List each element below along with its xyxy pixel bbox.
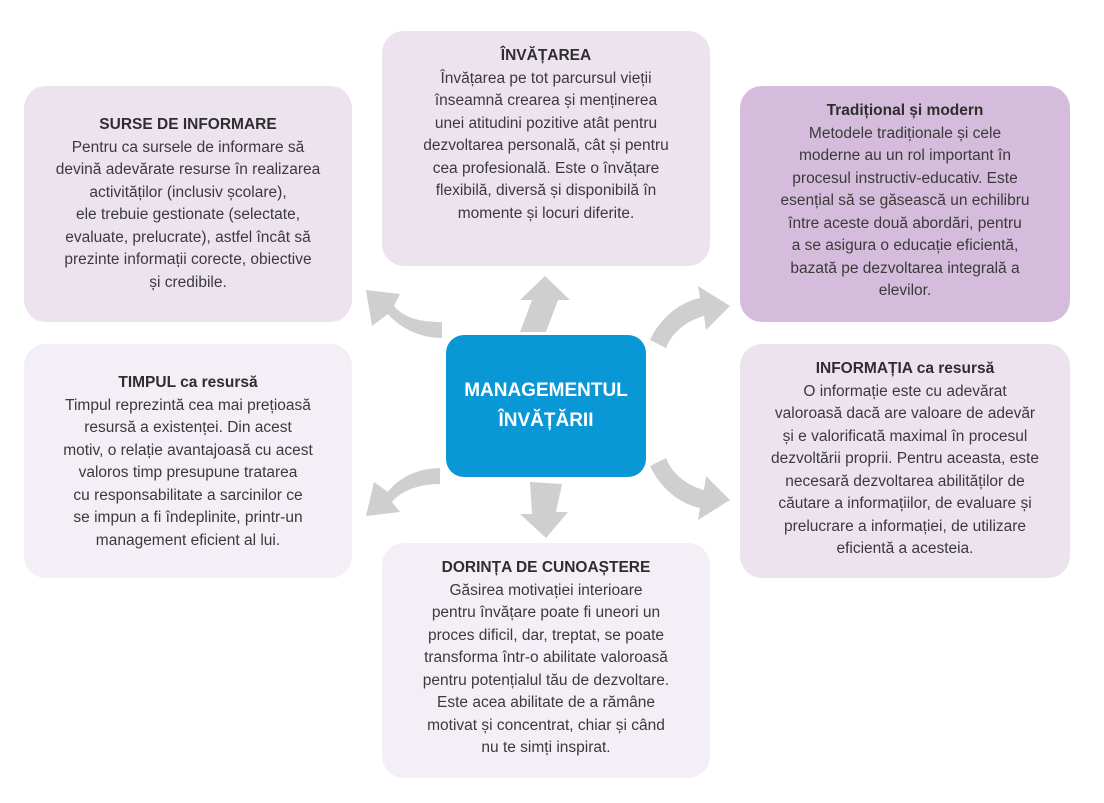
arrow-to-traditional bbox=[650, 286, 730, 348]
box-timpul-ca-resursa: TIMPUL ca resursă Timpul reprezintă cea … bbox=[24, 344, 352, 578]
box-invatarea: ÎNVĂȚAREA Învățarea pe tot parcursul vie… bbox=[382, 31, 710, 266]
arrow-to-surse bbox=[366, 290, 442, 338]
arrow-to-dorinta bbox=[520, 482, 568, 538]
box-body: Învățarea pe tot parcursul vieții înseam… bbox=[423, 69, 669, 222]
box-title: INFORMAȚIA ca resursă bbox=[815, 360, 995, 377]
box-traditional-si-modern: Tradițional și modern Metodele tradițion… bbox=[740, 86, 1070, 322]
box-surse-de-informare: SURSE DE INFORMARE Pentru ca sursele de … bbox=[24, 86, 352, 322]
box-title: SURSE DE INFORMARE bbox=[99, 116, 277, 133]
arrow-to-informatia bbox=[650, 458, 730, 520]
box-title: ÎNVĂȚAREA bbox=[500, 47, 592, 64]
box-dorinta-de-cunoastere: DORINȚA DE CUNOAȘTERE Găsirea motivației… bbox=[382, 543, 710, 778]
box-body: Metodele tradiționale și cele moderne au… bbox=[780, 124, 1030, 300]
box-title: Tradițional și modern bbox=[826, 102, 984, 119]
box-title: TIMPUL ca resursă bbox=[118, 374, 258, 391]
center-node-managementul-invatarii: MANAGEMENTUL ÎNVĂȚĂRII bbox=[446, 335, 646, 477]
box-body: Timpul reprezintă cea mai prețioasă resu… bbox=[63, 396, 313, 549]
box-body: Pentru ca sursele de informare să devină… bbox=[55, 138, 321, 291]
arrow-to-timpul bbox=[366, 468, 440, 516]
box-body: O informație este cu adevărat valoroasă … bbox=[771, 382, 1039, 558]
box-title: DORINȚA DE CUNOAȘTERE bbox=[441, 559, 651, 576]
box-body: Găsirea motivației interioare pentru înv… bbox=[422, 581, 670, 757]
box-informatia-ca-resursa: INFORMAȚIA ca resursă O informație este … bbox=[740, 344, 1070, 578]
arrow-to-invatarea bbox=[520, 276, 570, 332]
